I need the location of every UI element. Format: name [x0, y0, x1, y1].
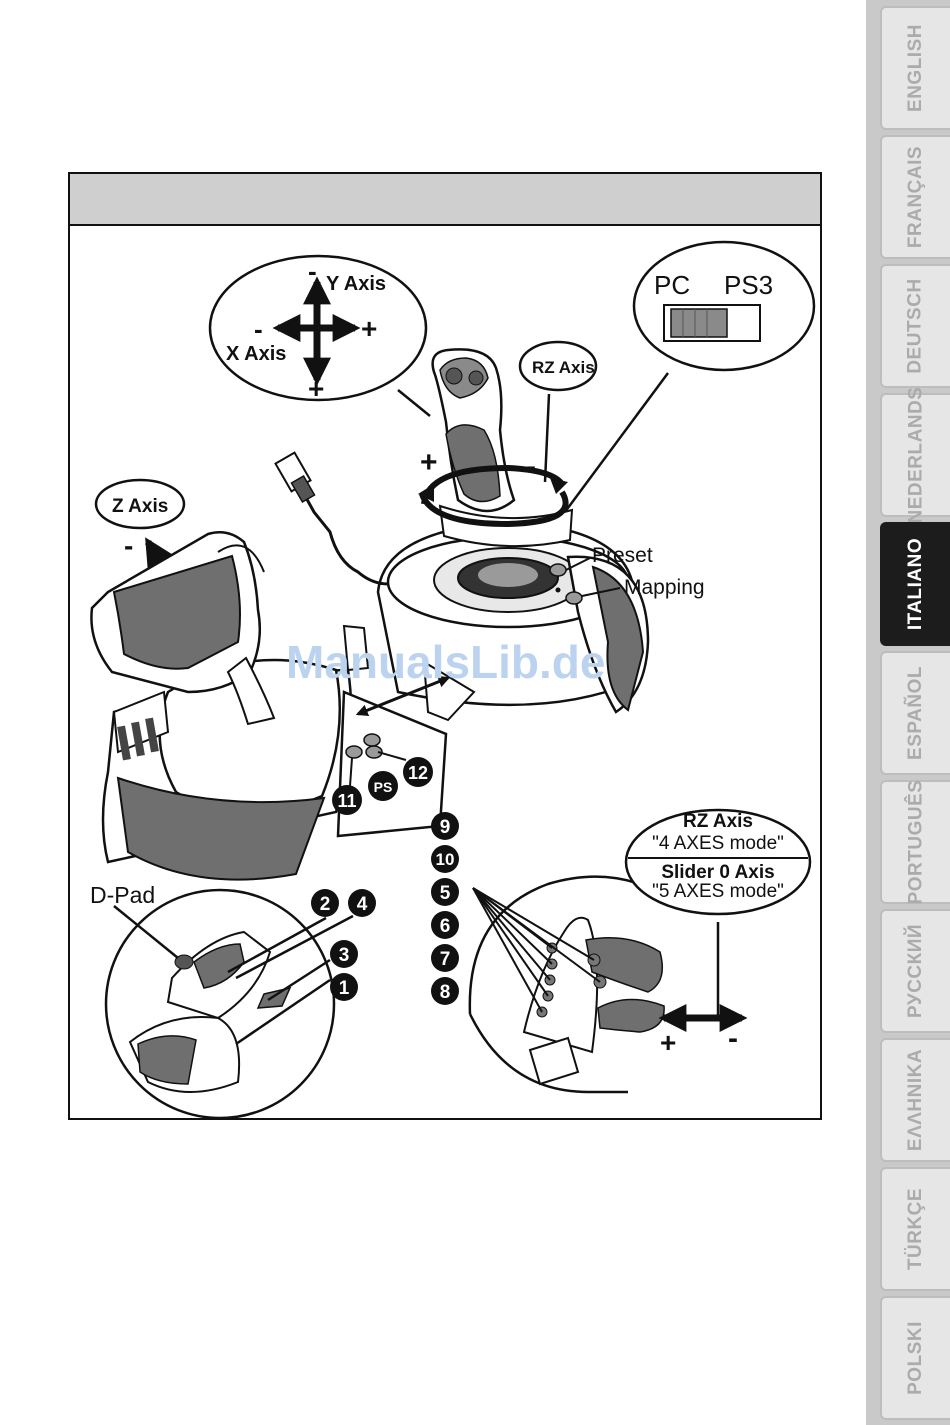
tab-nederlands[interactable]: NEDERLANDS	[880, 393, 950, 517]
tab-russian[interactable]: РУССКИЙ	[880, 909, 950, 1033]
tab-english[interactable]: ENGLISH	[880, 6, 950, 130]
throttle-buttons-detail	[470, 877, 664, 1092]
switch-slider[interactable]	[671, 309, 727, 337]
tab-label: POLSKI	[905, 1321, 927, 1395]
badge-8: 8	[431, 977, 459, 1005]
badge-9: 9	[431, 812, 459, 840]
mapping-label: Mapping	[624, 576, 705, 599]
joystick-diagram: - Y Axis - + X Axis + PC PS3 RZ Axis	[68, 172, 822, 1120]
rz-axis-label: RZ Axis	[532, 358, 595, 377]
z-minus-sign: -	[124, 530, 133, 561]
badge-1: 1	[330, 973, 358, 1001]
tab-espanol[interactable]: ESPAÑOL	[880, 651, 950, 775]
tab-label: ESPAÑOL	[905, 666, 927, 760]
svg-text:12: 12	[408, 763, 428, 783]
box-rz-axis: RZ Axis	[683, 811, 753, 832]
preset-label: Preset	[592, 544, 653, 567]
preset-button[interactable]	[550, 564, 566, 576]
badge-11: 11	[332, 785, 362, 815]
slider-plus-sign: +	[660, 1027, 676, 1058]
svg-text:5: 5	[440, 883, 451, 904]
dpad-detail: D-Pad	[90, 882, 353, 1118]
svg-text:11: 11	[337, 791, 356, 811]
tab-label: NEDERLANDS	[905, 387, 927, 524]
badge-12: 12	[403, 757, 433, 787]
x-axis-label: X Axis	[226, 343, 286, 365]
tab-turkce[interactable]: TÜRKÇE	[880, 1167, 950, 1291]
badge-7: 7	[431, 944, 459, 972]
svg-text:1: 1	[339, 978, 350, 999]
slider-minus-sign: -	[728, 1022, 738, 1055]
tab-label: ITALIANO	[905, 538, 927, 630]
badge-3: 3	[330, 940, 358, 968]
x-minus-sign: -	[254, 314, 263, 344]
xy-axis-callout: - Y Axis - + X Axis +	[210, 256, 430, 416]
tab-label: TÜRKÇE	[905, 1188, 927, 1270]
mode-switch-callout: PC PS3	[562, 242, 814, 516]
svg-text:2: 2	[320, 894, 331, 915]
badge-2: 2	[311, 889, 339, 917]
rz-minus-sign: -	[526, 450, 536, 483]
tab-label: PORTUGUÊS	[905, 780, 927, 905]
svg-text:8: 8	[440, 982, 451, 1003]
ps3-label: PS3	[724, 270, 773, 300]
svg-text:PS: PS	[374, 779, 393, 795]
badge-5: 5	[431, 878, 459, 906]
x-plus-sign: +	[361, 313, 377, 344]
preset-led	[556, 588, 561, 593]
box-4-axes-mode: "4 AXES mode"	[652, 833, 784, 854]
tab-deutsch[interactable]: DEUTSCH	[880, 264, 950, 388]
tab-label: ENGLISH	[905, 24, 927, 112]
svg-text:6: 6	[440, 916, 451, 937]
box-slider-axis: Slider 0 Axis	[661, 862, 774, 883]
usb-cable	[275, 453, 388, 584]
mapping-button[interactable]	[566, 592, 582, 604]
button-11[interactable]	[346, 746, 362, 758]
badge-10: 10	[431, 845, 459, 873]
tab-portugues[interactable]: PORTUGUÊS	[880, 780, 950, 904]
tab-polski[interactable]: POLSKI	[880, 1296, 950, 1420]
tab-label: ΕΛΛΗΝΙΚΑ	[905, 1049, 927, 1151]
ps-button[interactable]	[364, 734, 380, 746]
tab-italiano[interactable]: ITALIANO	[880, 522, 950, 646]
box-5-axes-mode: "5 AXES mode"	[652, 881, 784, 902]
svg-text:4: 4	[357, 894, 368, 915]
tab-label: РУССКИЙ	[905, 924, 927, 1018]
svg-text:3: 3	[339, 945, 350, 966]
badge-ps: PS	[368, 771, 398, 801]
pc-label: PC	[654, 270, 690, 300]
svg-text:7: 7	[440, 949, 451, 970]
language-tabs: ENGLISH FRANÇAIS DEUTSCH NEDERLANDS ITAL…	[866, 0, 950, 1425]
svg-text:10: 10	[436, 850, 455, 869]
tab-label: DEUTSCH	[905, 278, 927, 373]
y-plus-sign: +	[308, 373, 324, 404]
svg-text:9: 9	[440, 817, 451, 838]
z-axis-label: Z Axis	[112, 496, 168, 517]
tab-greek[interactable]: ΕΛΛΗΝΙΚΑ	[880, 1038, 950, 1162]
rz-plus-sign: +	[420, 446, 438, 479]
dpad-label: D-Pad	[90, 882, 155, 908]
badge-6: 6	[431, 911, 459, 939]
y-axis-label: Y Axis	[326, 273, 386, 295]
badge-4: 4	[348, 889, 376, 917]
tab-label: FRANÇAIS	[905, 146, 927, 248]
watermark-text: ManualsLib.de	[286, 636, 605, 688]
y-minus-sign: -	[308, 256, 317, 286]
tab-francais[interactable]: FRANÇAIS	[880, 135, 950, 259]
